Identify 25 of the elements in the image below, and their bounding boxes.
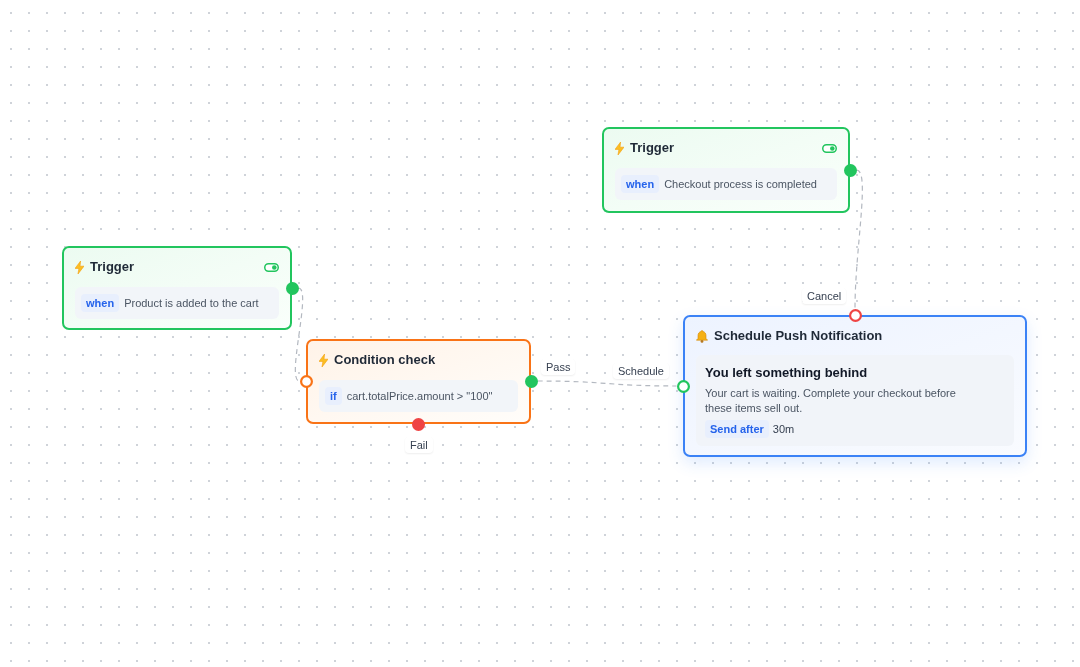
- notification-node: [683, 315, 1027, 457]
- port-label: Pass: [541, 359, 576, 375]
- message-body: Your cart is waiting. Complete your checkout before these items sell out.: [705, 386, 957, 416]
- node-title: Trigger: [90, 259, 135, 275]
- dashed-connector: [854, 169, 863, 310]
- port-label: Cancel: [802, 288, 847, 304]
- keyword-badge: when: [81, 294, 120, 312]
- expression-text: cart.totalPrice.amount > "100": [346, 389, 493, 403]
- keyword-badge: if: [325, 387, 342, 405]
- trigger-node: [602, 127, 850, 213]
- port-label: Fail: [405, 437, 433, 453]
- trigger-node: [62, 246, 292, 330]
- keyword-badge: when: [621, 175, 660, 193]
- node-title: Trigger: [630, 140, 675, 156]
- message-heading: You left something behind: [705, 364, 869, 382]
- dashed-connector: [536, 380, 678, 387]
- condition-node: [306, 339, 531, 424]
- event-text: Product is added to the cart: [124, 296, 259, 310]
- event-text: Checkout process is completed: [664, 177, 817, 191]
- port-label: Schedule: [613, 363, 669, 379]
- node-title: Condition check: [334, 352, 436, 368]
- dashed-connector: [294, 287, 304, 382]
- keyword-badge: Send after: [705, 420, 769, 438]
- delay-value: 30m: [772, 422, 795, 436]
- node-title: Schedule Push Notification: [714, 328, 883, 344]
